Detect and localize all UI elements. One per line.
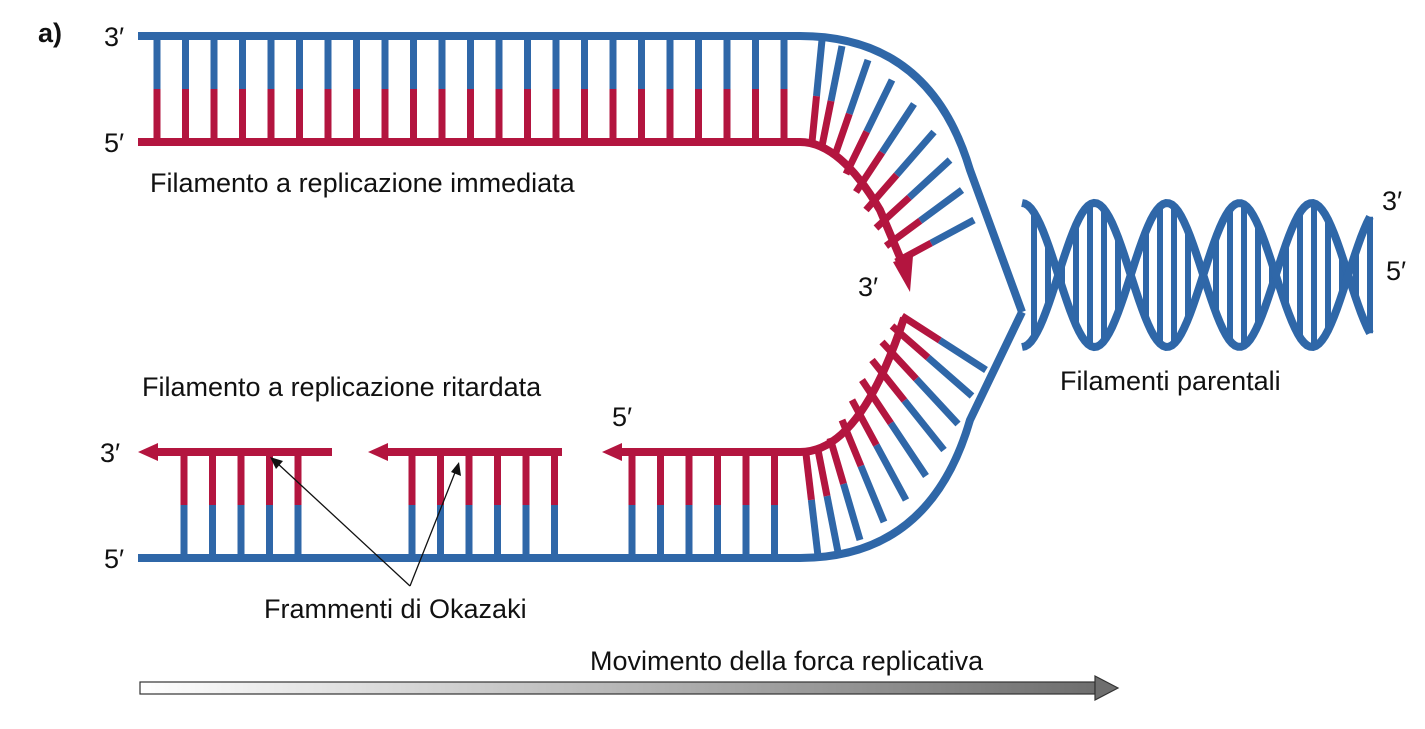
okazaki-pointer-arrowhead-2: [451, 462, 461, 476]
okazaki-fragment-1-arrowhead: [138, 443, 158, 461]
leading-strand-label: Filamento a replicazione immediata: [150, 168, 576, 198]
leading-base-pairs: [153, 38, 976, 266]
base-pair-26-new-half: [900, 313, 942, 344]
base-pair-24-parental-half: [827, 45, 846, 102]
base-pair-21-parental-half: [873, 443, 910, 502]
helix-strand-b: [1021, 198, 1374, 351]
okazaki-annotation: [270, 457, 461, 587]
okazaki-pointer-line-1: [275, 461, 411, 587]
okazaki-pointer-line-2: [409, 469, 457, 587]
base-pair-18-new-half: [814, 449, 831, 497]
base-pair-23-new-half: [808, 95, 820, 143]
fork-movement-arrow: [139, 675, 1120, 701]
top-parental-strand: [138, 32, 1026, 314]
okazaki-fragments-label: Frammenti di Okazaki: [264, 594, 527, 624]
leading-new-strand: [138, 138, 906, 264]
bottom-parental-strand: [138, 310, 1026, 562]
base-pair-23-parental-half: [901, 398, 947, 453]
end-label-helix-bottom: 5′: [1386, 256, 1406, 286]
leading-strand-arm: [138, 32, 1026, 314]
base-pair-22-parental-half: [887, 421, 929, 478]
base-pair-18-parental-half: [823, 495, 842, 553]
panel-label: a): [38, 18, 62, 48]
lagging-strand-label: Filamento a replicazione ritardata: [142, 372, 542, 402]
end-label-bottom-parental: 5′: [104, 544, 124, 574]
lagging-primer-strand: [620, 316, 908, 456]
base-pair-30-parental-half: [918, 187, 965, 224]
end-label-lagging-new: 3′: [100, 438, 120, 468]
base-pair-25-parental-half: [925, 354, 975, 399]
base-pair-17-new-half: [802, 453, 815, 501]
base-pair-24-new-half: [879, 339, 919, 382]
base-pair-25-new-half: [830, 112, 853, 160]
parental-strands-label: Filamenti parentali: [1060, 366, 1281, 396]
base-pair-29-parental-half: [906, 157, 953, 200]
base-pair-26-parental-half: [937, 337, 988, 373]
end-label-top-parental: 3′: [104, 22, 124, 52]
lagging-strand-arm: [138, 310, 1026, 562]
base-pair-31-parental-half: [929, 216, 976, 247]
end-label-lagging-primer: 5′: [612, 402, 632, 432]
base-pair-20-parental-half: [857, 464, 888, 524]
fork-movement-label: Movimento della forca replicativa: [590, 646, 984, 676]
base-pair-24-new-half: [818, 100, 835, 147]
base-pair-25-parental-half: [845, 58, 872, 116]
base-pair-28-new-half: [863, 172, 900, 213]
base-pair-23-parental-half: [813, 39, 826, 97]
base-pair-22-new-half: [859, 378, 894, 426]
end-label-helix-top: 3′: [1382, 186, 1402, 216]
base-pair-17-parental-half: [807, 499, 822, 557]
okazaki-fragment-2-arrowhead: [368, 443, 388, 461]
okazaki-pointer-arrowhead-1: [270, 457, 283, 469]
helix-base-pairs: [1031, 203, 1373, 347]
lagging-primer-arrowhead: [602, 443, 622, 461]
base-pair-19-parental-half: [840, 482, 864, 541]
base-pair-27-parental-half: [879, 102, 917, 155]
base-pair-23-new-half: [869, 357, 908, 403]
base-pair-21-new-half: [848, 398, 880, 447]
end-label-top-new: 5′: [104, 128, 124, 158]
end-label-leading-tip: 3′: [858, 272, 878, 302]
base-pair-28-parental-half: [893, 129, 937, 178]
base-pair-26-parental-half: [863, 78, 896, 134]
helix-strand-a: [1021, 199, 1374, 352]
parental-double-helix: [1021, 198, 1374, 352]
leading-strand-arrowhead: [893, 256, 913, 292]
lagging-base-pairs: [180, 313, 988, 557]
base-pair-24-parental-half: [913, 376, 961, 427]
